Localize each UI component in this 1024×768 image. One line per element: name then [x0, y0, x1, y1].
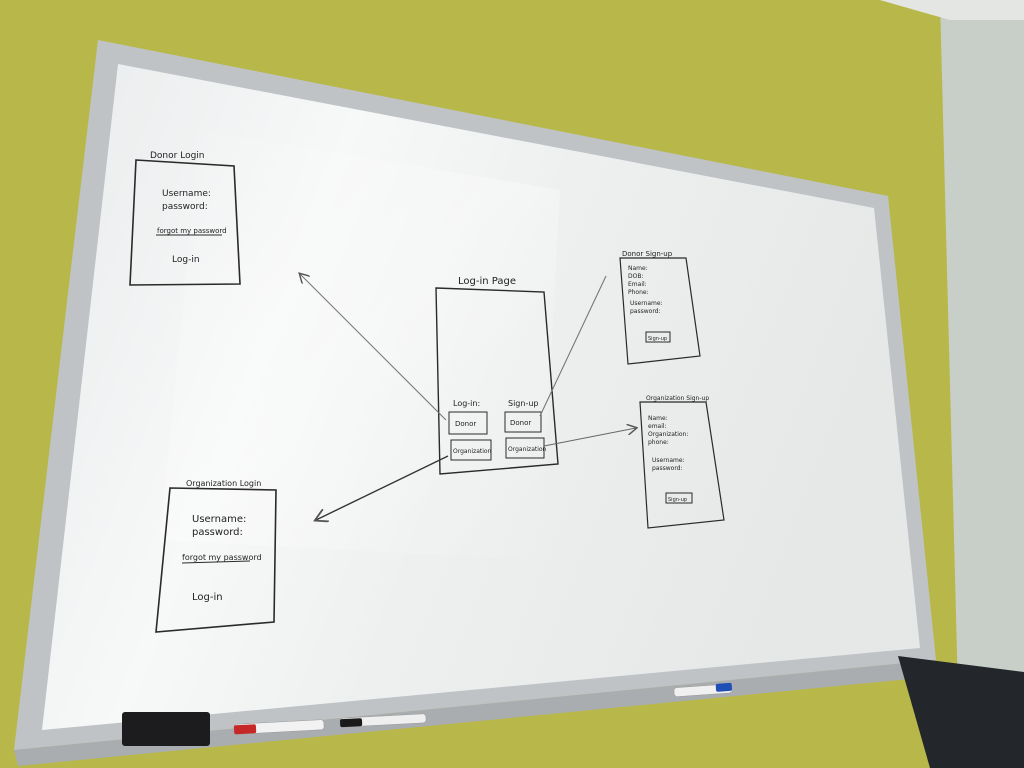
arrow-to-donor-login: [300, 274, 447, 421]
donor-signup-password: password:: [630, 308, 661, 315]
donor-login-wireframe: Donor Login Username: password: forgot m…: [129, 151, 241, 286]
org-login-username: Username:: [192, 514, 246, 525]
org-signup-password: password:: [652, 465, 683, 472]
org-login-action: Log-in: [192, 592, 223, 603]
board-glare: [160, 130, 560, 560]
donor-signup-username: Username:: [630, 300, 663, 307]
signup-donor-box: [504, 411, 542, 433]
org-login-wireframe: Organization Login Username: password: f…: [155, 479, 277, 633]
login-page-wireframe: Log-in Page Log-in: Sign-up Donor Organi…: [435, 276, 559, 475]
blue-marker-cap: [715, 682, 732, 692]
arrow-to-org-login: [316, 455, 449, 520]
donor-login-password: password:: [162, 202, 208, 212]
wall-corner: [940, 0, 1024, 768]
donor-signup-field-2: DOB:: [628, 273, 643, 280]
donor-signup-title: Donor Sign-up: [622, 250, 673, 258]
org-signup-button-box: [665, 492, 693, 504]
signup-donor-label: Donor: [510, 419, 531, 427]
ceiling: [880, 0, 1024, 20]
login-donor-box: [448, 411, 488, 435]
org-signup-action: Sign-up: [668, 497, 687, 503]
signup-heading: Sign-up: [508, 399, 538, 408]
org-signup-field-1: Name:: [648, 415, 668, 422]
arrow-to-donor-signup: [539, 275, 607, 417]
donor-signup-action: Sign-up: [648, 336, 667, 342]
donor-signup-field-1: Name:: [628, 265, 648, 272]
donor-login-action: Log-in: [172, 255, 200, 265]
donor-signup-field-4: Phone:: [628, 289, 649, 296]
org-login-password: password:: [192, 527, 243, 538]
login-page-title: Log-in Page: [458, 276, 516, 287]
eraser: [122, 712, 210, 746]
donor-signup-field-3: Email:: [628, 281, 647, 288]
donor-login-forgot: forgot my password: [157, 227, 227, 235]
login-heading: Log-in:: [453, 399, 480, 408]
black-marker-cap: [340, 718, 363, 728]
signup-org-box: [505, 437, 545, 459]
donor-login-username: Username:: [162, 189, 211, 199]
red-marker-cap: [233, 724, 257, 735]
org-signup-field-3: Organization:: [648, 431, 688, 438]
org-signup-field-2: email:: [648, 423, 667, 430]
login-org-label: Organization: [453, 448, 492, 455]
office-chair: [898, 656, 1024, 768]
org-login-title: Organization Login: [186, 479, 261, 488]
donor-signup-button-box: [645, 331, 671, 343]
login-donor-label: Donor: [455, 420, 476, 428]
org-login-forgot: forgot my password: [182, 553, 262, 562]
donor-login-title: Donor Login: [150, 151, 205, 161]
arrow-to-org-signup: [543, 428, 636, 447]
org-signup-wireframe: Organization Sign-up Name: email: Organi…: [639, 395, 725, 529]
org-signup-title: Organization Sign-up: [646, 395, 709, 402]
signup-org-label: Organization: [508, 446, 547, 453]
org-signup-username: Username:: [652, 457, 685, 464]
login-org-box: [450, 439, 492, 461]
donor-signup-wireframe: Donor Sign-up Name: DOB: Email: Phone: U…: [619, 250, 701, 365]
org-signup-field-4: phone:: [648, 439, 669, 446]
